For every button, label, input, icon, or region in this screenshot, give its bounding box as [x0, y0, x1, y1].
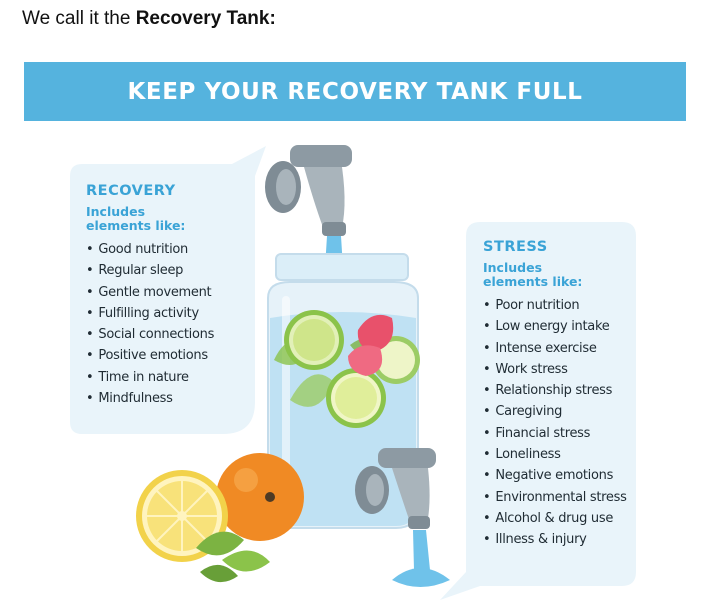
list-item: Relationship stress — [483, 380, 627, 401]
recovery-list: Good nutrition Regular sleep Gentle move… — [86, 239, 214, 409]
list-item: Intense exercise — [483, 338, 627, 359]
intro-bold: Recovery Tank: — [135, 8, 276, 29]
stress-heading: STRESS — [483, 239, 548, 255]
strawberries — [348, 314, 394, 376]
list-item: Poor nutrition — [483, 295, 627, 316]
list-item: Regular sleep — [86, 260, 214, 281]
list-item: Time in nature — [86, 367, 214, 388]
list-item: Illness & injury — [483, 529, 627, 550]
list-item: Environmental stress — [483, 487, 627, 508]
stress-panel: STRESS Includes elements like: Poor nutr… — [483, 239, 627, 551]
list-item: Social connections — [86, 324, 214, 345]
stress-subheading: Includes elements like: — [483, 260, 583, 289]
intro-text: We call it the Recovery Tank: — [22, 8, 276, 30]
list-item: Caregiving — [483, 401, 627, 422]
bottom-tap — [355, 448, 436, 529]
orange — [216, 453, 304, 541]
mint-leaves — [196, 531, 270, 583]
lemon-slice — [136, 470, 228, 562]
recovery-panel: RECOVERY Includes elements like: Good nu… — [86, 183, 214, 409]
recovery-subheading: Includes elements like: — [86, 204, 186, 233]
list-item: Alcohol & drug use — [483, 508, 627, 529]
list-item: Good nutrition — [86, 239, 214, 260]
intro-prefix: We call it the — [22, 8, 136, 29]
list-item: Gentle movement — [86, 282, 214, 303]
list-item: Low energy intake — [483, 316, 627, 337]
stress-list: Poor nutrition Low energy intake Intense… — [483, 295, 627, 551]
top-tap — [265, 145, 352, 236]
banner: KEEP YOUR RECOVERY TANK FULL — [24, 62, 686, 121]
lime-slice-right — [372, 336, 420, 384]
bottom-water-stream — [413, 530, 430, 570]
list-item: Mindfulness — [86, 388, 214, 409]
list-item: Loneliness — [483, 444, 627, 465]
list-item: Negative emotions — [483, 465, 627, 486]
list-item: Fulfilling activity — [86, 303, 214, 324]
list-item: Positive emotions — [86, 345, 214, 366]
recovery-heading: RECOVERY — [86, 183, 176, 199]
banner-title: KEEP YOUR RECOVERY TANK FULL — [127, 79, 583, 105]
list-item: Work stress — [483, 359, 627, 380]
lime-slice-top — [284, 310, 344, 370]
list-item: Financial stress — [483, 423, 627, 444]
lime-slice-bottom — [326, 368, 386, 428]
